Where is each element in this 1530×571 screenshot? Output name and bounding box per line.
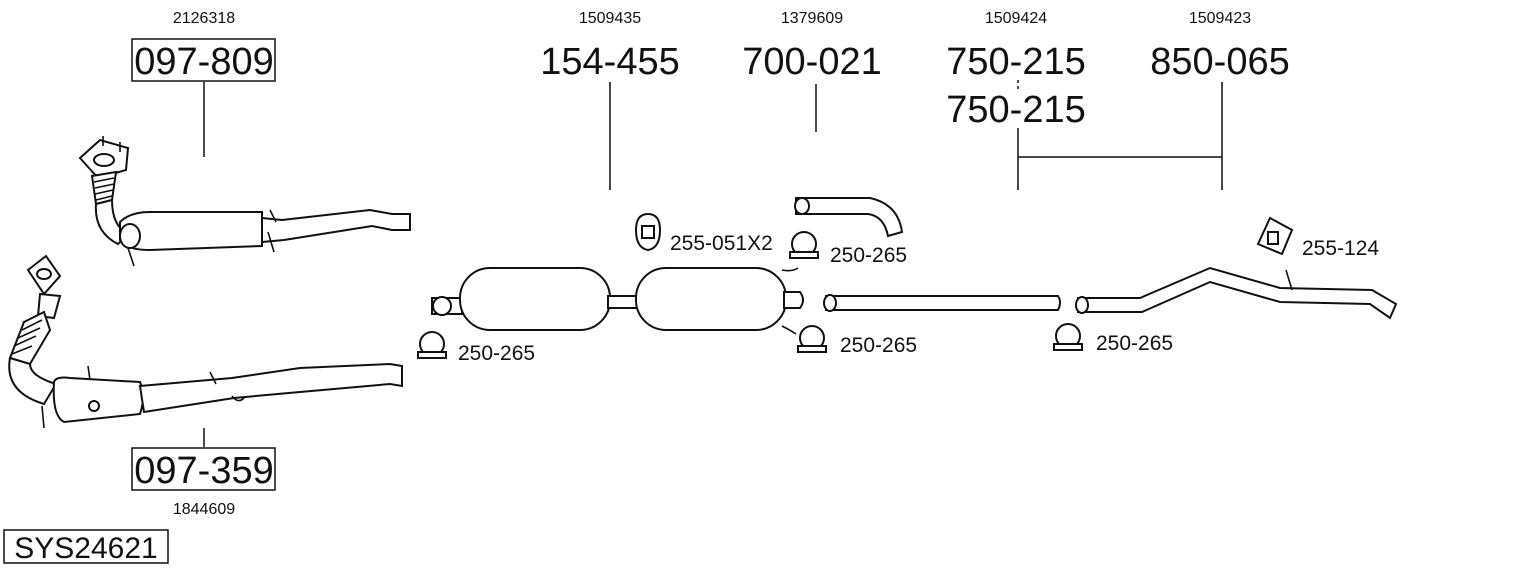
part-number[interactable]: 750-215 xyxy=(946,89,1085,131)
part-number[interactable]: 097-809 xyxy=(134,41,273,83)
part-number-box xyxy=(131,447,276,491)
clamp-icon[interactable] xyxy=(797,325,827,353)
accessory-label: 255-051X2 xyxy=(670,232,773,255)
part-number[interactable]: 154-455 xyxy=(540,41,679,83)
oe-number: 1509424 xyxy=(985,10,1047,27)
accessory-label: 250-265 xyxy=(458,342,535,365)
accessory-label: 255-124 xyxy=(1302,237,1379,260)
clamp-icon[interactable] xyxy=(417,331,447,359)
intermediate-pipe-drawing[interactable] xyxy=(823,294,1061,312)
accessory-label: 250-265 xyxy=(1096,332,1173,355)
rubber-hanger-icon[interactable] xyxy=(634,212,662,252)
clamp-icon[interactable] xyxy=(789,231,819,259)
oe-number: 1379609 xyxy=(781,10,843,27)
accessory-label: 250-265 xyxy=(840,334,917,357)
oe-number: 1509435 xyxy=(579,10,641,27)
center-silencer-drawing[interactable] xyxy=(431,267,804,335)
accessory-label: 250-265 xyxy=(830,244,907,267)
system-code-box xyxy=(3,529,169,564)
tail-pipe-end-drawing[interactable] xyxy=(794,197,904,238)
front-cat-upper-drawing[interactable] xyxy=(78,136,411,267)
rear-pipe-drawing[interactable] xyxy=(1075,266,1398,320)
part-number[interactable]: 700-021 xyxy=(742,41,881,83)
part-number[interactable]: 097-359 xyxy=(134,450,273,492)
rubber-hanger-icon[interactable] xyxy=(1256,216,1294,256)
part-number[interactable]: 750-215 xyxy=(946,41,1085,83)
oe-number: 1844609 xyxy=(173,501,235,518)
oe-number: 2126318 xyxy=(173,10,235,27)
front-cat-lower-drawing[interactable] xyxy=(8,254,403,429)
system-code: SYS24621 xyxy=(14,532,157,565)
oe-number: 1509423 xyxy=(1189,10,1251,27)
clamp-icon[interactable] xyxy=(1053,323,1083,351)
part-number-box xyxy=(131,38,276,82)
part-number[interactable]: 850-065 xyxy=(1150,41,1289,83)
